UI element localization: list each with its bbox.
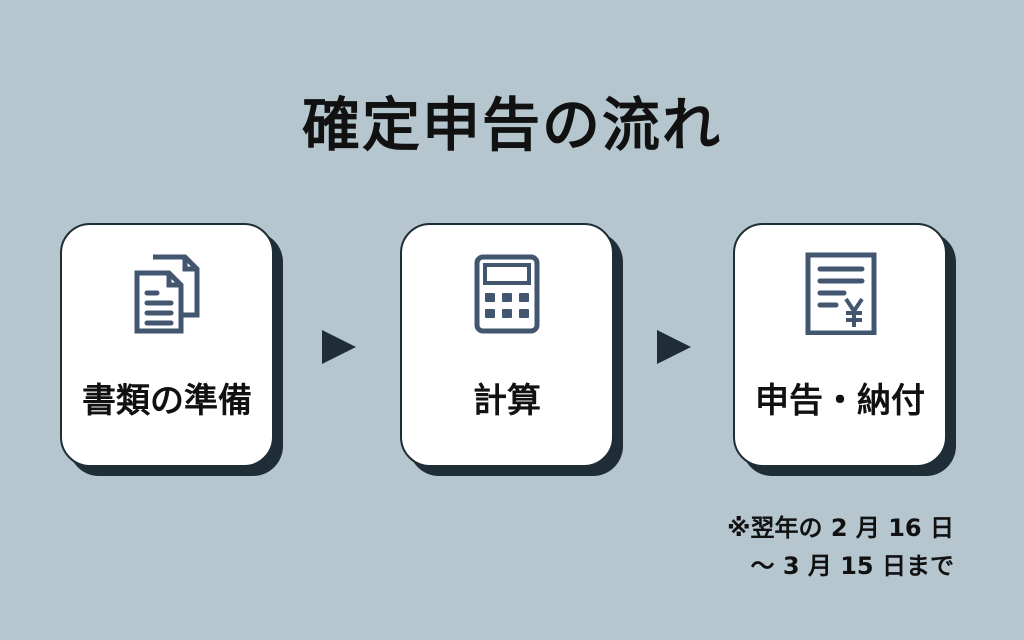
invoice-yen-icon [805,252,877,335]
step-label: 書類の準備 [82,381,252,421]
step-label: 計算 [473,381,541,421]
calculator-icon [474,254,540,334]
step-card-documents: 書類の準備 [60,223,274,467]
arrow-right-icon [322,330,356,364]
deadline-note-line1: ※翌年の 2 月 16 日 [727,514,954,542]
page-title: 確定申告の流れ [301,91,722,159]
documents-icon [134,254,200,334]
step-card-calculation: 計算 [400,223,614,467]
arrow-right-icon [657,330,691,364]
step-label: 申告・納付 [755,381,925,421]
step-card-filing: 申告・納付 [733,223,947,467]
deadline-note-line2: ～ 3 月 15 日まで [750,552,954,580]
